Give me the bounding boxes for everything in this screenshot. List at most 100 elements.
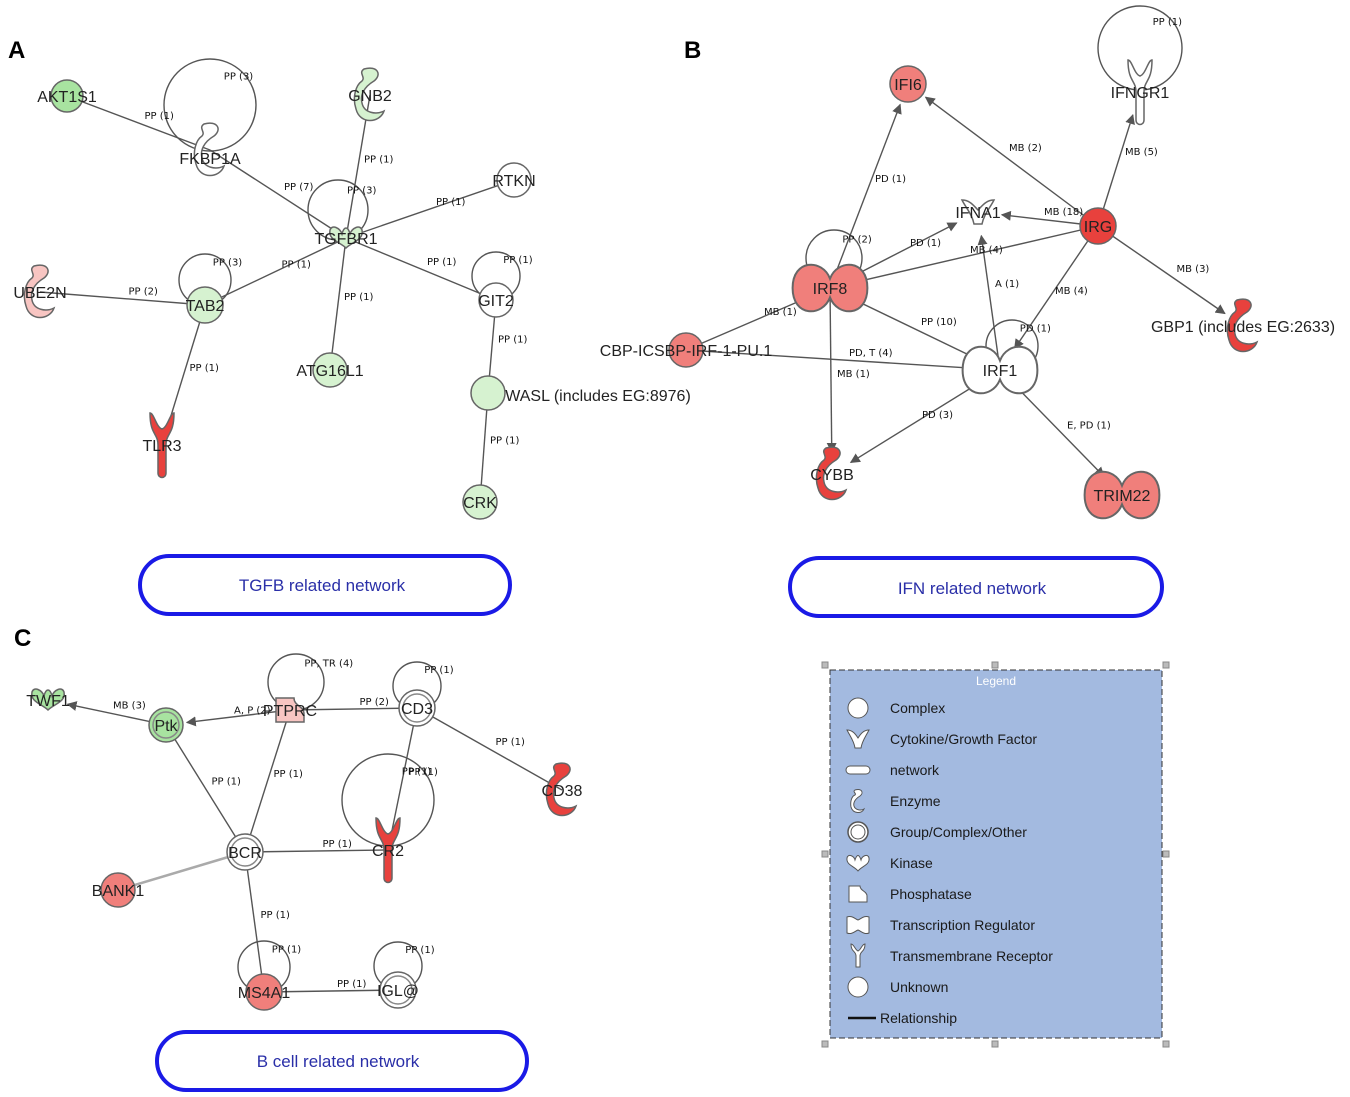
node-cd3[interactable]: CD3 [398, 689, 436, 727]
node-ptprc[interactable]: PTPRC [263, 697, 317, 723]
legend-item-label: Group/Complex/Other [890, 824, 1027, 840]
node-ms4a1[interactable]: MS4A1 [238, 973, 291, 1011]
edge-label: PP (1) [364, 155, 394, 166]
relationship-edge [479, 392, 489, 503]
node-bcr[interactable]: BCR [226, 833, 264, 871]
node-irf8[interactable]: IRF8 [791, 263, 869, 313]
edge-label: PP (1) [323, 839, 353, 850]
node-label: Ptk [154, 718, 178, 735]
kinase-icon [846, 854, 870, 872]
legend-item-label: Cytokine/Growth Factor [890, 731, 1037, 747]
node-ube2n[interactable]: UBE2N [13, 264, 67, 319]
node-akt1s1[interactable]: AKT1S1 [37, 79, 97, 113]
node-gnb2[interactable]: GNB2 [348, 67, 392, 122]
node-label: FKBP1A [179, 151, 241, 168]
relationship-edge [185, 709, 291, 727]
edge-labels-b: PD (1)MB (2)MB (5)PP (1)MB (18)PD (1)PP … [764, 17, 1209, 432]
edge-label: PP (2) [360, 697, 390, 708]
node-label: TGFBR1 [314, 231, 377, 248]
node-ifna1[interactable]: IFNA1 [955, 199, 1001, 225]
edge-label: PP (1) [274, 769, 304, 780]
edge-label: PP (3) [224, 72, 254, 83]
relationship-edge [165, 724, 246, 853]
legend-item-label: Relationship [880, 1010, 957, 1026]
edge-label: PP (1) [490, 436, 520, 447]
node-trim22[interactable]: TRIM22 [1083, 470, 1161, 520]
node-ifngr1[interactable]: IFNGR1 [1111, 59, 1170, 126]
legend-item-label: Kinase [890, 855, 933, 871]
node-label: IFNA1 [955, 205, 1000, 222]
legend-item: Unknown [847, 976, 948, 998]
node-crk[interactable]: CRK [462, 484, 498, 520]
node-tab2[interactable]: TAB2 [186, 286, 225, 324]
edge-label: MB (3) [113, 701, 146, 712]
relationship-edge [977, 234, 1001, 371]
node-label: CD38 [542, 783, 583, 800]
node-rtkn[interactable]: RTKN [492, 162, 536, 198]
relationship-edge [66, 95, 211, 151]
node-cybb[interactable]: CYBB [810, 446, 854, 501]
node-fkbp1a[interactable]: FKBP1A [179, 122, 241, 177]
node-igl[interactable]: IGL@ [377, 971, 419, 1009]
edge-label: PP (1) [436, 197, 466, 208]
edge-label: PP (1) [405, 945, 435, 956]
relationship-edge [263, 989, 399, 993]
self-loop-edge [163, 58, 257, 152]
network-title-b: IFN related network [898, 579, 1047, 598]
node-irg[interactable]: IRG [1079, 207, 1117, 245]
network-title-pill-a: TGFB related network [138, 554, 512, 616]
edge-label: PP (3) [213, 258, 243, 269]
relationship-edge [39, 291, 206, 306]
node-gbp1[interactable]: GBP1 (includes EG:2633) [1151, 298, 1335, 353]
complex-icon [847, 697, 869, 719]
relationship-edge [1097, 225, 1226, 315]
relationship-edge [329, 237, 347, 371]
node-label: BCR [228, 845, 262, 862]
node-wasl[interactable]: WASL (includes EG:8976) [470, 375, 691, 411]
edge-label: PP (1) [282, 260, 312, 271]
edge-label: PP (2) [129, 287, 159, 298]
node-label: RTKN [492, 173, 535, 190]
node-tlr3[interactable]: TLR3 [142, 412, 182, 479]
relationship-edge [685, 349, 976, 373]
legend-item-label: Transmembrane Receptor [890, 948, 1053, 964]
node-tgfbr1[interactable]: TGFBR1 [314, 226, 378, 250]
node-label: CR2 [372, 843, 404, 860]
node-git2[interactable]: GIT2 [478, 282, 514, 318]
relationship-edge [289, 707, 418, 711]
edge-label: E, PD (1) [1067, 421, 1111, 432]
node-cbp[interactable]: CBP-ICSBP-IRF-1-PU.1 [600, 332, 773, 368]
edge-label: MB (1) [764, 307, 797, 318]
relationship-edge [416, 707, 563, 791]
node-ifi6[interactable]: IFI6 [889, 65, 927, 103]
legend-item: Complex [847, 697, 945, 719]
node-irf1[interactable]: IRF1 [961, 345, 1039, 395]
legend-item: Phosphatase [848, 885, 972, 903]
node-label: IFI6 [894, 77, 922, 94]
node-cr2[interactable]: CR2 [372, 817, 404, 884]
network-title-a: TGFB related network [239, 576, 406, 595]
relationship-edge [345, 179, 515, 239]
panel-letter-b: B [684, 37, 701, 64]
phosphatase-icon [848, 885, 868, 903]
node-twf1[interactable]: TWF1 [26, 688, 70, 712]
node-atg16l1[interactable]: ATG16L1 [296, 352, 364, 388]
relationship-edge [854, 225, 1099, 285]
edge-label: PP (1) [212, 777, 242, 788]
relationship-edge [829, 103, 902, 289]
panel-letter-a: A [8, 37, 25, 64]
node-cd38[interactable]: CD38 [542, 762, 583, 817]
edge-label: PP (1) [424, 665, 454, 676]
node-bank1[interactable]: BANK1 [92, 872, 145, 908]
edge-label: MB (5) [1125, 147, 1158, 158]
node-label: IFNGR1 [1111, 85, 1170, 102]
network-title-pill-c: B cell related network [155, 1030, 529, 1092]
edge-label: PP (10) [921, 317, 957, 328]
node-ptk[interactable]: Ptk [148, 707, 184, 743]
legend-item-label: Transcription Regulator [890, 917, 1035, 933]
node-label: TWF1 [26, 693, 70, 710]
